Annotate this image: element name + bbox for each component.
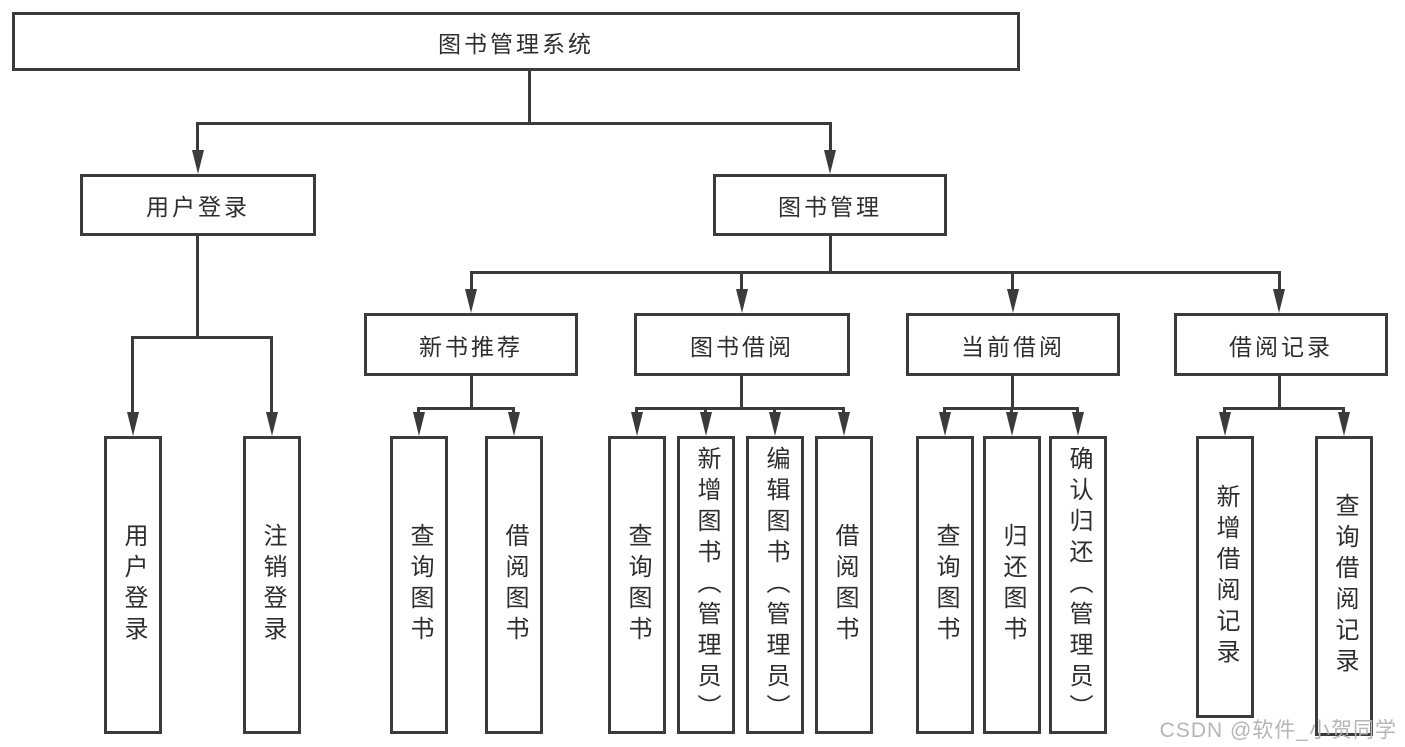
connector-vline <box>417 407 420 415</box>
connector-arrowhead <box>1338 412 1350 436</box>
connector-hline <box>418 407 515 410</box>
leaf-borrow-book-2-label: 借阅图书 <box>831 523 858 647</box>
connector-vline <box>829 236 832 273</box>
node-book-mgmt: 图书管理 <box>713 174 947 236</box>
connector-hline <box>132 336 273 339</box>
watermark: CSDN @软件_小贺同学 <box>1159 719 1397 742</box>
leaf-add-book-admin-label: 新增图书（管理员） <box>693 445 720 725</box>
node-user-login-label: 用户登录 <box>146 194 250 220</box>
connector-arrowhead <box>1219 412 1231 436</box>
leaf-borrow-book-1-label: 借阅图书 <box>501 523 528 647</box>
leaf-add-borrow-record-label: 新增借阅记录 <box>1212 484 1239 670</box>
leaf-confirm-return-admin-label: 确认归还（管理员） <box>1065 445 1092 725</box>
connector-arrowhead <box>1007 289 1019 313</box>
connector-arrowhead <box>769 412 781 436</box>
connector-arrowhead <box>631 412 643 436</box>
node-book-mgmt-label: 图书管理 <box>778 194 882 220</box>
leaf-query-borrow-record-label: 查询借阅记录 <box>1331 493 1358 679</box>
node-user-login: 用户登录 <box>80 174 316 236</box>
leaf-query-book-3-label: 查询图书 <box>932 523 959 647</box>
leaf-add-book-admin: 新增图书（管理员） <box>677 436 735 734</box>
connector-vline <box>270 336 273 412</box>
node-new-book-rec: 新书推荐 <box>364 313 578 376</box>
connector-arrowhead <box>824 150 836 174</box>
connector-arrowhead <box>127 412 139 436</box>
connector-arrowhead <box>700 412 712 436</box>
leaf-confirm-return-admin: 确认归还（管理员） <box>1049 436 1107 734</box>
connector-vline <box>1278 271 1281 289</box>
leaf-borrow-book-2: 借阅图书 <box>815 436 873 734</box>
connector-vline <box>470 376 473 407</box>
connector-vline <box>773 407 776 415</box>
leaf-query-book-2: 查询图书 <box>608 436 666 734</box>
leaf-return-book: 归还图书 <box>983 436 1041 734</box>
node-borrow-records: 借阅记录 <box>1174 313 1388 376</box>
connector-vline <box>196 236 199 336</box>
leaf-logout: 注销登录 <box>243 436 301 734</box>
connector-vline <box>512 407 515 415</box>
connector-vline <box>131 336 134 412</box>
connector-vline <box>1342 407 1345 415</box>
node-root-label: 图书管理系统 <box>438 30 594 57</box>
connector-arrowhead <box>1273 289 1285 313</box>
connector-vline <box>842 407 845 415</box>
connector-vline <box>1010 407 1013 415</box>
connector-arrowhead <box>736 289 748 313</box>
node-book-borrow-label: 图书借阅 <box>690 333 794 360</box>
connector-hline <box>470 271 1281 274</box>
connector-hline <box>1224 407 1345 410</box>
connector-arrowhead <box>1072 412 1084 436</box>
connector-arrowhead <box>192 150 204 174</box>
leaf-return-book-label: 归还图书 <box>999 523 1026 647</box>
node-book-borrow: 图书借阅 <box>634 313 850 376</box>
node-root: 图书管理系统 <box>12 12 1020 71</box>
leaf-edit-book-admin: 编辑图书（管理员） <box>746 436 804 734</box>
leaf-query-book-2-label: 查询图书 <box>624 523 651 647</box>
connector-vline <box>1076 407 1079 415</box>
leaf-user-login: 用户登录 <box>104 436 162 734</box>
connector-arrowhead <box>266 412 278 436</box>
connector-vline <box>1011 376 1014 407</box>
connector-vline <box>943 407 946 415</box>
connector-arrowhead <box>1006 412 1018 436</box>
leaf-query-book-1: 查询图书 <box>390 436 448 734</box>
connector-arrowhead <box>413 412 425 436</box>
leaf-borrow-book-1: 借阅图书 <box>485 436 543 734</box>
connector-vline <box>704 407 707 415</box>
connector-arrowhead <box>508 412 520 436</box>
node-new-book-rec-label: 新书推荐 <box>419 333 523 360</box>
connector-hline <box>197 122 831 125</box>
connector-vline <box>740 271 743 289</box>
connector-arrowhead <box>939 412 951 436</box>
connector-vline <box>635 407 638 415</box>
connector-arrowhead <box>465 289 477 313</box>
leaf-add-borrow-record: 新增借阅记录 <box>1196 436 1254 718</box>
connector-vline <box>740 376 743 407</box>
connector-hline <box>636 407 845 410</box>
connector-vline <box>1011 271 1014 289</box>
connector-vline <box>829 122 832 150</box>
node-borrow-records-label: 借阅记录 <box>1229 333 1333 360</box>
leaf-user-login-label: 用户登录 <box>120 523 147 647</box>
leaf-query-book-3: 查询图书 <box>916 436 974 734</box>
node-current-borrow-label: 当前借阅 <box>961 333 1065 360</box>
leaf-query-borrow-record: 查询借阅记录 <box>1315 436 1373 736</box>
connector-vline <box>470 271 473 289</box>
connector-arrowhead <box>838 412 850 436</box>
connector-vline <box>1223 407 1226 415</box>
leaf-edit-book-admin-label: 编辑图书（管理员） <box>762 445 789 725</box>
connector-vline <box>1278 376 1281 407</box>
leaf-logout-label: 注销登录 <box>259 523 286 647</box>
connector-vline <box>196 122 199 150</box>
connector-vline <box>528 71 531 122</box>
leaf-query-book-1-label: 查询图书 <box>406 523 433 647</box>
node-current-borrow: 当前借阅 <box>906 313 1120 376</box>
